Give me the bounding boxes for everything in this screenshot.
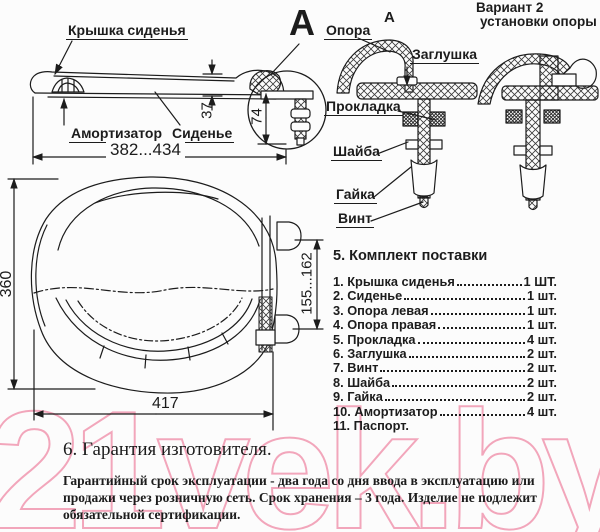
parts-list-title: 5. Комплект поставки	[333, 248, 488, 264]
dim-382-434	[31, 96, 288, 165]
label-nut: Гайка	[334, 186, 377, 204]
part-leader-dots	[456, 284, 522, 286]
variant2-heading-line1: Вариант 2	[476, 0, 544, 15]
parts-list-item: 11. Паспорт.	[333, 417, 557, 433]
label-seat: Сиденье	[170, 125, 235, 143]
dim-text-155-162: 155...162	[298, 252, 316, 315]
parts-list-item: 2. Сиденье 1 шт.	[333, 288, 557, 304]
parts-list-item: 10. Амортизатор 4 шт.	[333, 403, 557, 419]
dim-text-382-434: 382...434	[106, 141, 185, 158]
support-assembly-variant2	[477, 53, 599, 211]
parts-list-item: 6. Заглушка 2 шт.	[333, 345, 557, 361]
top-view-drawing	[7, 176, 324, 431]
label-seat-lid: Крышка сиденья	[66, 22, 188, 40]
part-qty: 1 шт.	[526, 302, 557, 318]
dim-417	[32, 329, 275, 431]
part-label: 10. Амортизатор	[333, 403, 438, 419]
part-leader-dots	[439, 413, 525, 416]
parts-list-item: 9. Гайка 2 шт.	[333, 389, 557, 405]
warranty-title: 6. Гарантия изготовителя.	[63, 439, 272, 460]
parts-list-item: 7. Винт 2 шт.	[333, 360, 557, 376]
part-qty: 2 шт.	[526, 360, 557, 376]
parts-list-item: 3. Опора левая 1 шт.	[333, 302, 557, 318]
part-label: 2. Сиденье	[333, 288, 403, 304]
label-plug: Заглушка	[410, 46, 479, 64]
support-assembly-variant1	[336, 37, 478, 222]
parts-list-item: 8. Шайба 2 шт.	[333, 374, 557, 390]
dim-37	[202, 59, 223, 111]
part-label: 6. Заглушка	[333, 345, 407, 361]
part-leader-dots	[417, 341, 525, 344]
part-label: 9. Гайка	[333, 389, 383, 405]
part-leader-dots	[380, 370, 525, 373]
part-leader-dots	[404, 298, 525, 301]
part-label: 11. Паспорт.	[333, 417, 409, 433]
warranty-line: Гарантийный срок эксплуатации - два года…	[63, 473, 535, 488]
part-label: 8. Шайба	[333, 374, 391, 390]
detail-letter-a-small: А	[384, 9, 395, 26]
part-label: 5. Прокладка	[333, 331, 416, 347]
parts-list: 5. Комплект поставки 1. Крышка сиденья 1 …	[333, 248, 557, 433]
part-qty: 4 шт.	[526, 403, 557, 419]
watermark-text: 21vek.by	[0, 376, 600, 532]
part-label: 4. Опора правая	[333, 317, 437, 333]
dim-text-417: 417	[148, 396, 183, 412]
part-label: 3. Опора левая	[333, 302, 429, 318]
warranty-line: продажи через розничную сеть. Срок хране…	[63, 490, 537, 505]
part-label: 1. Крышка сиденья	[333, 274, 455, 289]
part-qty: 1 шт.	[526, 288, 557, 304]
part-qty: 2 шт.	[526, 374, 557, 390]
dim-155-162	[292, 238, 324, 331]
part-qty: 1 шт.	[526, 317, 557, 333]
detail-letter-a-big: А	[289, 2, 315, 43]
dim-360	[7, 177, 96, 391]
part-leader-dots	[408, 355, 525, 358]
label-support: Опора	[324, 22, 373, 40]
label-screw: Винт	[336, 210, 375, 228]
variant2-heading: Вариант 2 установки опоры	[468, 1, 597, 28]
dim-text-37: 37	[198, 102, 216, 119]
warranty-line: обязательной сертификации.	[63, 507, 241, 522]
part-qty: 1 ШТ.	[523, 274, 557, 289]
part-leader-dots	[392, 384, 525, 387]
part-qty: 4 шт.	[526, 331, 557, 347]
part-label: 7. Винт	[333, 360, 379, 376]
parts-list-item: 5. Прокладка 4 шт.	[333, 331, 557, 347]
part-qty: 2 шт.	[526, 345, 557, 361]
dim-74	[257, 92, 287, 146]
dim-text-360: 360	[0, 270, 15, 298]
part-leader-dots	[430, 312, 525, 315]
parts-list-item: 4. Опора правая 1 шт.	[333, 317, 557, 333]
part-leader-dots	[384, 399, 525, 402]
detail-circle	[247, 70, 327, 150]
side-view-drawing	[29, 40, 327, 165]
label-gasket: Прокладка	[324, 98, 403, 116]
variant2-heading-line2: установки опоры	[480, 13, 597, 29]
dim-text-74: 74	[248, 108, 266, 125]
warranty-text: Гарантийный срок эксплуатации - два года…	[63, 472, 593, 523]
parts-list-item: 1. Крышка сиденья 1 ШТ.	[333, 274, 557, 289]
part-qty: 2 шт.	[526, 389, 557, 405]
part-leader-dots	[438, 327, 525, 330]
label-washer: Шайба	[331, 143, 382, 161]
